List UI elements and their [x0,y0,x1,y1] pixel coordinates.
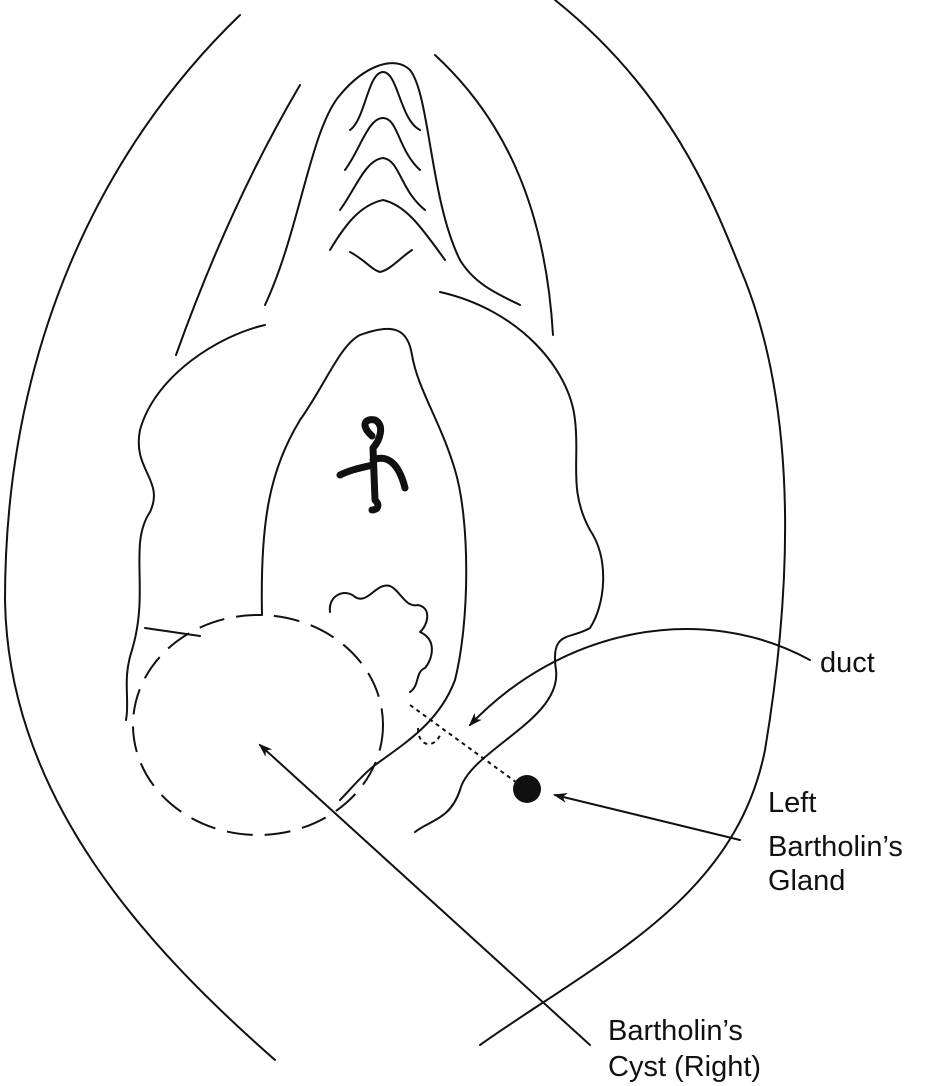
labia-minora-right [414,291,605,833]
labia-majora-right-inner [434,54,554,336]
vaginal-introitus [260,327,468,801]
gland-label-line3: Gland [768,865,845,897]
cyst-arrow [258,743,591,1046]
outer-left-contour [4,14,276,1061]
bartholin-cyst [132,614,384,836]
clitoral-hood [264,62,521,306]
labia-majora-left-inner [175,84,301,356]
duct-path [409,704,521,786]
duct-opening [417,727,441,745]
left-bartholin-gland [513,775,541,803]
gland-label-line2: Bartholin’s [768,831,903,863]
duct-arrow [468,628,811,727]
urethra-shape [336,416,409,514]
hymen-edge [328,584,433,693]
cyst-label-line1: Bartholin’s [608,1015,743,1047]
outer-right-contour [479,0,787,1046]
duct-label: duct [820,647,875,679]
labia-minora-left [125,324,266,721]
clitoral-folds [329,71,446,273]
gland-label-line1: Left [768,787,816,819]
gland-arrow [553,792,741,841]
perineal-line [144,627,201,637]
cyst-label-line2: Cyst (Right) [608,1051,761,1083]
